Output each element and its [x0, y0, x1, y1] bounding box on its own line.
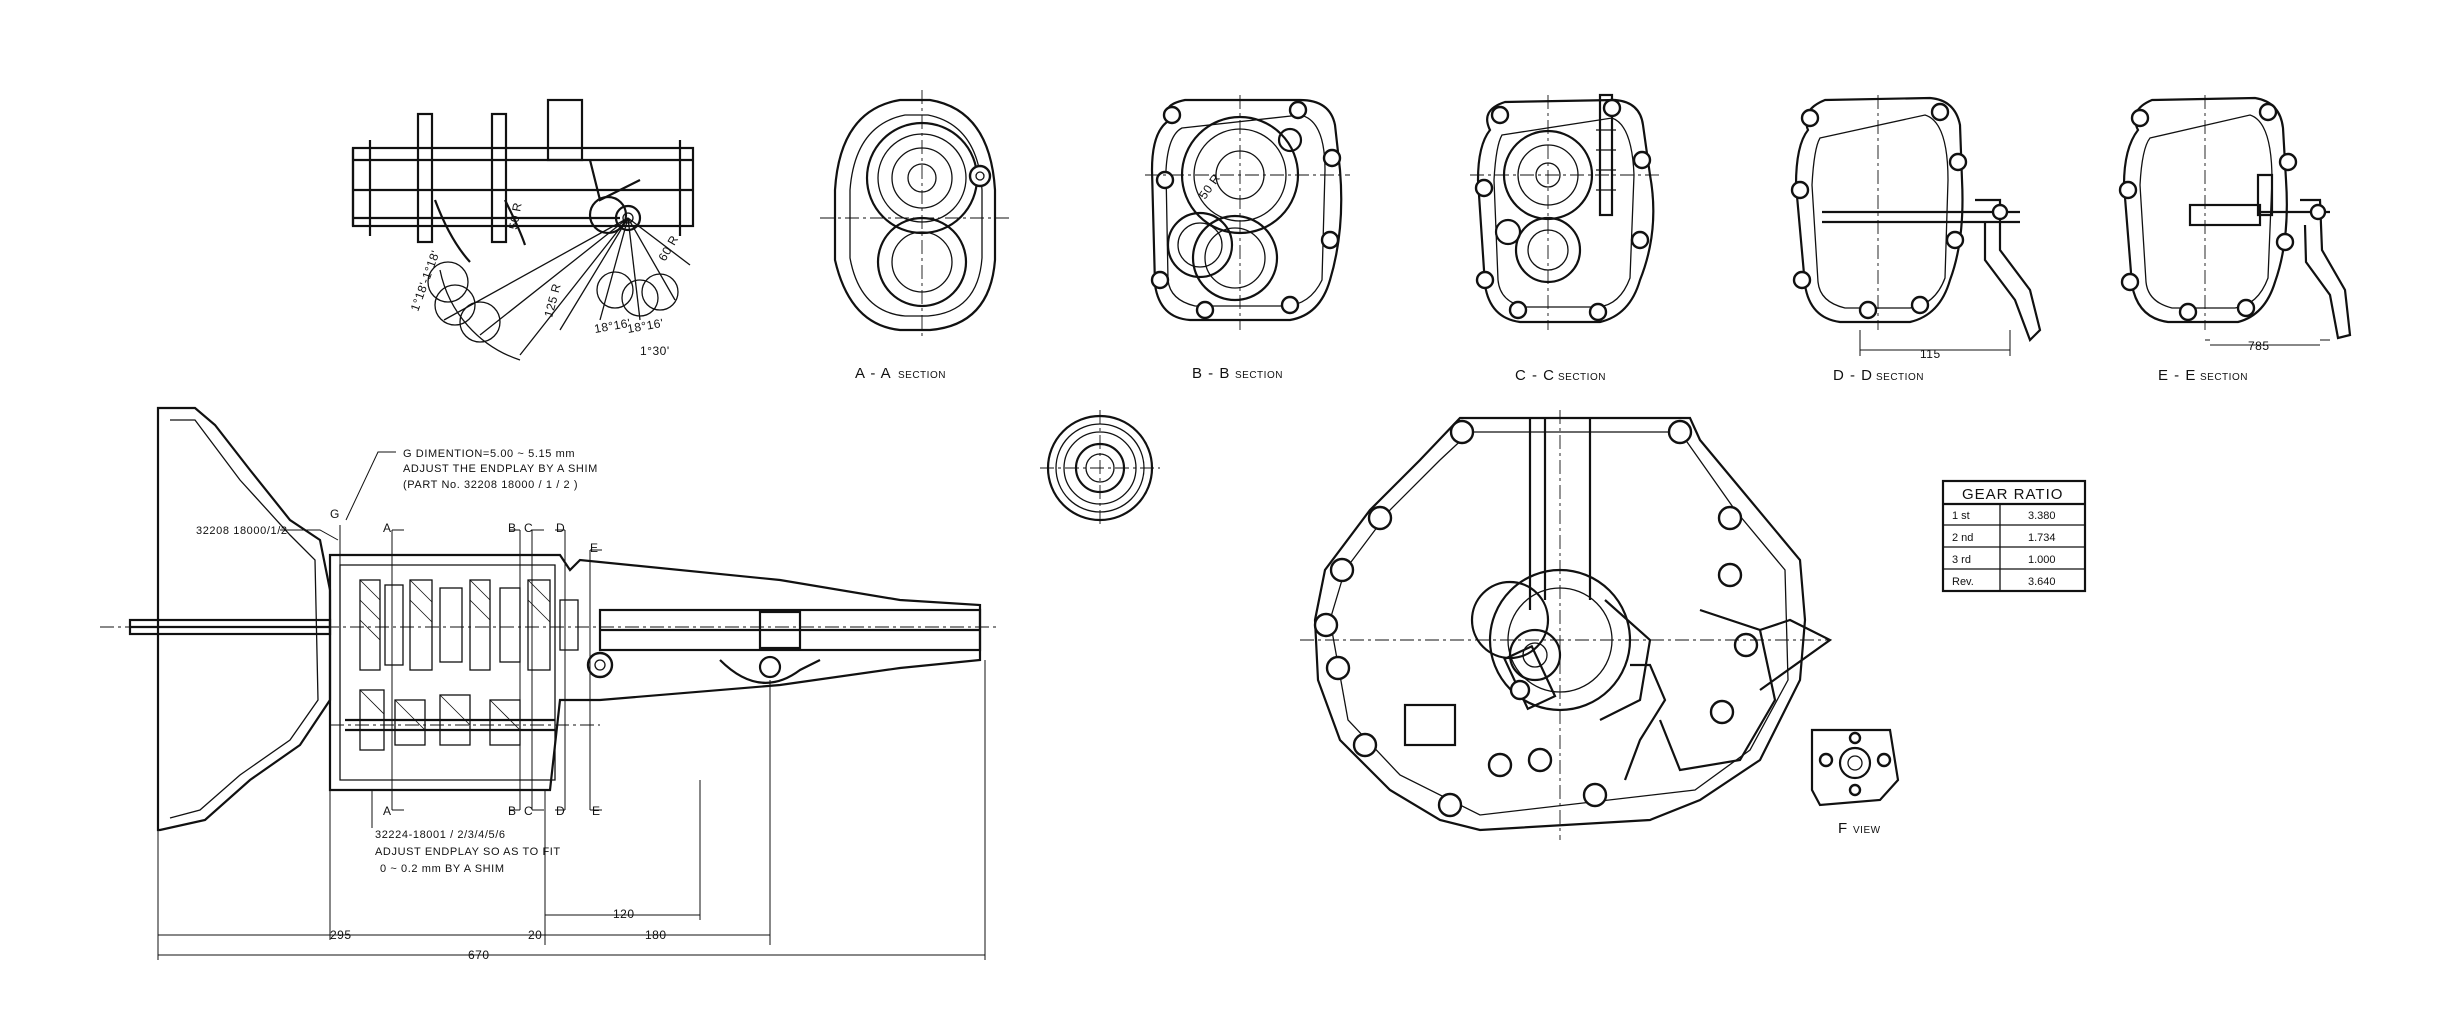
dim-label-180: 180: [645, 928, 667, 942]
note-g-dimension: G DIMENTION=5.00 ~ 5.15 mm: [403, 448, 575, 460]
cut-mark-d-top: D: [556, 521, 565, 535]
section-ee-drawing: 785: [2118, 95, 2352, 353]
angle-label-1: 1°18'-1°18': [408, 248, 443, 313]
cut-mark-d-bottom: D: [556, 804, 565, 818]
section-cc-suffix: SECTION: [1558, 372, 1606, 383]
radius-label-60: 60 R: [655, 233, 681, 264]
f-view-letter: F: [1838, 820, 1848, 837]
cut-mark-c-bottom: C: [524, 804, 533, 818]
note-adjust-shim: ADJUST THE ENDPLAY BY A SHIM: [403, 463, 598, 475]
gear-row-4-gear: Rev.: [1952, 576, 1974, 588]
gear-row-4-ratio: 3.640: [2028, 576, 2056, 588]
note-part-left: 32208 18000/1/2: [196, 525, 288, 537]
cut-mark-e-bottom: E: [592, 804, 601, 818]
section-aa-suffix: SECTION: [898, 370, 946, 381]
cut-mark-a-bottom: A: [383, 804, 392, 818]
cut-mark-c-top: C: [524, 521, 533, 535]
section-aa-letters: A - A: [855, 365, 892, 382]
section-ee-suffix: SECTION: [2200, 372, 2248, 383]
gear-row-1-ratio: 3.380: [2028, 510, 2056, 522]
cut-mark-g: G: [330, 507, 340, 521]
note-endplay-fit: ADJUST ENDPLAY SO AS TO FIT: [375, 846, 561, 858]
dim-label-670: 670: [468, 948, 490, 962]
case-front-view: [1300, 410, 1833, 840]
section-dd-letters: D - D: [1833, 367, 1873, 384]
section-dd-suffix: SECTION: [1876, 372, 1924, 383]
dim-label-295: 295: [330, 928, 352, 942]
gear-row-3-ratio: 1.000: [2028, 554, 2056, 566]
section-aa-drawing: [820, 90, 1010, 340]
cut-mark-e-top: E: [590, 541, 599, 555]
note-part-bottom: 32224-18001 / 2/3/4/5/6: [375, 829, 506, 841]
gear-ratio-table: GEAR RATIO 1 st 3.380 2 nd 1.734 3 rd 1.…: [1941, 479, 2087, 593]
note-part-no: (PART No. 32208 18000 / 1 / 2 ): [403, 479, 578, 491]
gear-row-1-gear: 1 st: [1952, 510, 1970, 522]
angle-label-4: 1°30': [640, 344, 670, 358]
angle-label-3: 18°16': [626, 316, 665, 336]
shift-mechanism-view: 1°18'-1°18' 125 R 50 R 60 R 18°16' 18°16…: [351, 98, 695, 361]
gear-row-2-gear: 2 nd: [1952, 532, 1973, 544]
gear-row-2-ratio: 1.734: [2028, 532, 2056, 544]
section-bb-suffix: SECTION: [1235, 370, 1283, 381]
radius-label-125: 125 R: [541, 282, 563, 319]
section-cc-drawing: [1470, 93, 1660, 330]
section-cc-letters: C - C: [1515, 367, 1555, 384]
f-view-suffix: VIEW: [1853, 825, 1881, 836]
dim-label-785: 785: [2248, 339, 2270, 353]
cut-mark-a-top: A: [383, 521, 392, 535]
section-bb-drawing: 50 R: [1145, 95, 1350, 330]
cut-mark-b-top: B: [508, 521, 517, 535]
section-ee-letters: E - E: [2158, 367, 2196, 384]
note-endplay-range: 0 ~ 0.2 mm BY A SHIM: [380, 863, 505, 875]
cut-mark-b-bottom: B: [508, 804, 517, 818]
dim-label-115: 115: [1920, 347, 1941, 361]
bearing-detail-view: [1040, 410, 1160, 526]
dim-label-20: 20: [528, 928, 542, 942]
f-view-drawing: [1810, 728, 1900, 807]
radius-label-50-left: 50 R: [506, 201, 525, 230]
section-bb-letters: B - B: [1192, 365, 1230, 382]
main-side-section-view: A A B B C C D D E E G 295 20 180 120 670: [100, 406, 1000, 962]
gear-row-3-gear: 3 rd: [1952, 554, 1971, 566]
gear-ratio-title: GEAR RATIO: [1962, 486, 2063, 503]
angle-label-2: 18°16': [593, 316, 632, 336]
dim-label-120: 120: [613, 907, 635, 921]
section-dd-drawing: 115: [1790, 95, 2042, 361]
